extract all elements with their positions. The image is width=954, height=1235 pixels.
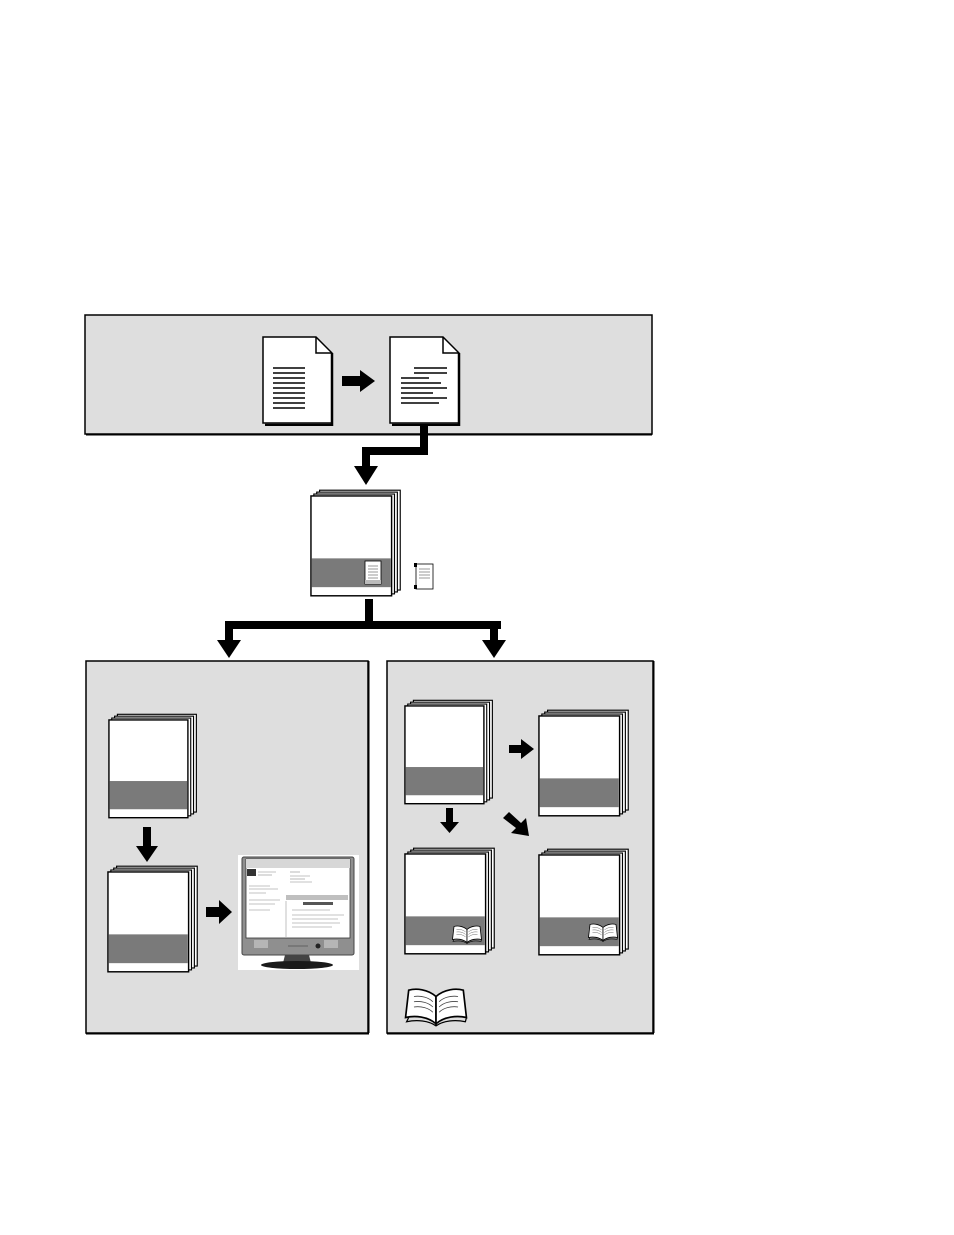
book-icon [539, 710, 628, 816]
document-icon [263, 337, 332, 425]
book-icon [109, 714, 196, 817]
formatted-document-icon [390, 337, 459, 425]
book-icon [311, 490, 400, 596]
document-icon [414, 563, 433, 589]
book-icon [405, 700, 492, 803]
book-icon [108, 866, 197, 972]
arrow-icon [217, 599, 506, 658]
document-icon [365, 561, 381, 584]
monitor-icon [238, 855, 359, 970]
authoring-panel [85, 315, 652, 435]
